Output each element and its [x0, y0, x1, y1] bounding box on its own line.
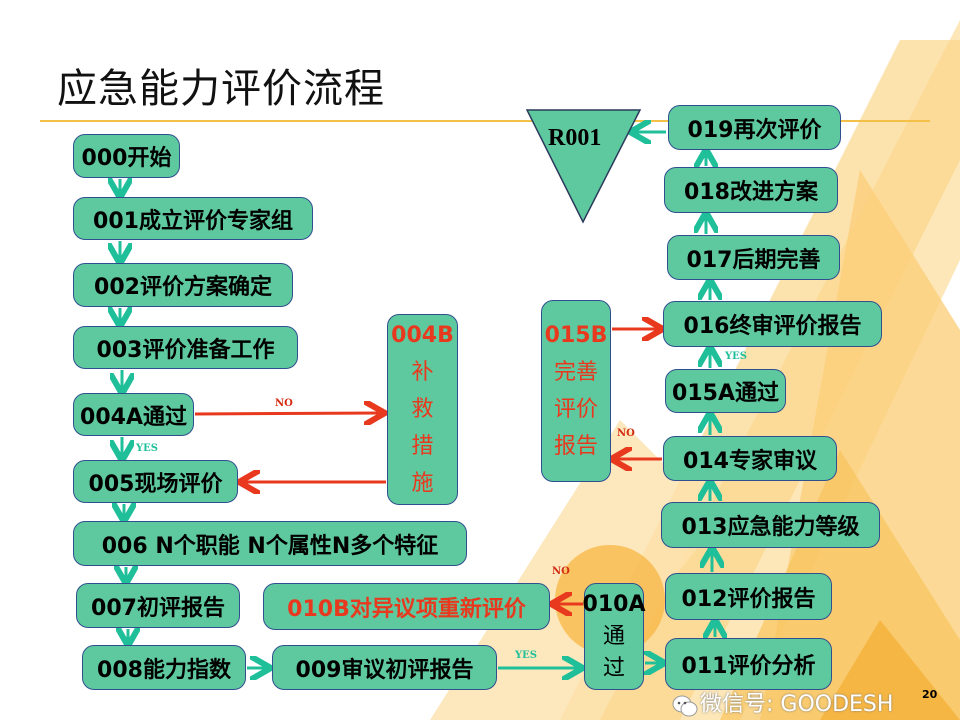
node-004b-code: 004B [391, 323, 454, 348]
node-015b[interactable]: 015B 完善 评价 报告 [541, 300, 611, 482]
node-015a[interactable]: 015A通过 [665, 369, 786, 413]
arrow-004a-004b [194, 413, 382, 414]
node-015b-line: 报告 [553, 434, 598, 459]
wechat-icon [672, 695, 698, 717]
node-004a[interactable]: 004A通过 [73, 393, 194, 436]
node-001[interactable]: 001成立评价专家组 [73, 197, 313, 240]
node-010a-code: 010A [582, 591, 646, 617]
node-009[interactable]: 009审议初评报告 [272, 645, 497, 690]
page-title: 应急能力评价流程 [57, 66, 385, 112]
node-010b[interactable]: 010B对异议项重新评价 [263, 583, 550, 630]
no-label-010a: NO [552, 566, 570, 577]
node-013[interactable]: 013应急能力等级 [661, 502, 880, 548]
yes-label-010a: YES [515, 650, 537, 661]
node-004b[interactable]: 004B 补 救 措 施 [387, 314, 458, 505]
node-018[interactable]: 018改进方案 [664, 167, 838, 213]
no-label-004a: NO [275, 398, 293, 409]
node-004b-line: 施 [411, 471, 434, 496]
no-label-014: NO [617, 428, 635, 439]
node-000-start[interactable]: 000开始 [73, 134, 180, 178]
node-016[interactable]: 016终审评价报告 [663, 301, 882, 347]
node-015b-line: 评价 [553, 397, 598, 422]
node-002[interactable]: 002评价方案确定 [73, 263, 293, 307]
node-004b-line: 措 [411, 434, 434, 459]
node-015b-line: 完善 [553, 360, 598, 385]
yes-label-004a: YES [136, 443, 158, 454]
node-004b-line: 救 [411, 397, 434, 422]
node-010a-line: 通 [602, 623, 625, 649]
node-007[interactable]: 007初评报告 [76, 583, 240, 628]
node-017[interactable]: 017后期完善 [667, 235, 840, 280]
page-number: 20 [922, 688, 938, 701]
r001-triangle [525, 109, 642, 224]
node-008[interactable]: 008能力指数 [82, 645, 246, 690]
node-010a[interactable]: 010A 通 过 [582, 583, 646, 690]
node-014[interactable]: 014专家审议 [663, 436, 837, 481]
r001-label: R001 [548, 125, 602, 151]
node-011[interactable]: 011评价分析 [665, 638, 832, 690]
node-019[interactable]: 019再次评价 [668, 105, 841, 150]
node-004b-line: 补 [411, 360, 434, 385]
node-005[interactable]: 005现场评价 [73, 460, 238, 503]
node-012[interactable]: 012评价报告 [665, 573, 832, 620]
node-015b-code: 015B [544, 323, 608, 348]
node-003[interactable]: 003评价准备工作 [73, 326, 298, 369]
yes-label-015a: YES [725, 351, 747, 362]
title-divider [40, 120, 930, 122]
watermark: 微信号: GOODESH [700, 692, 894, 717]
node-006[interactable]: 006 N个职能 N个属性N多个特征 [73, 521, 467, 566]
node-010a-line: 过 [602, 655, 625, 681]
